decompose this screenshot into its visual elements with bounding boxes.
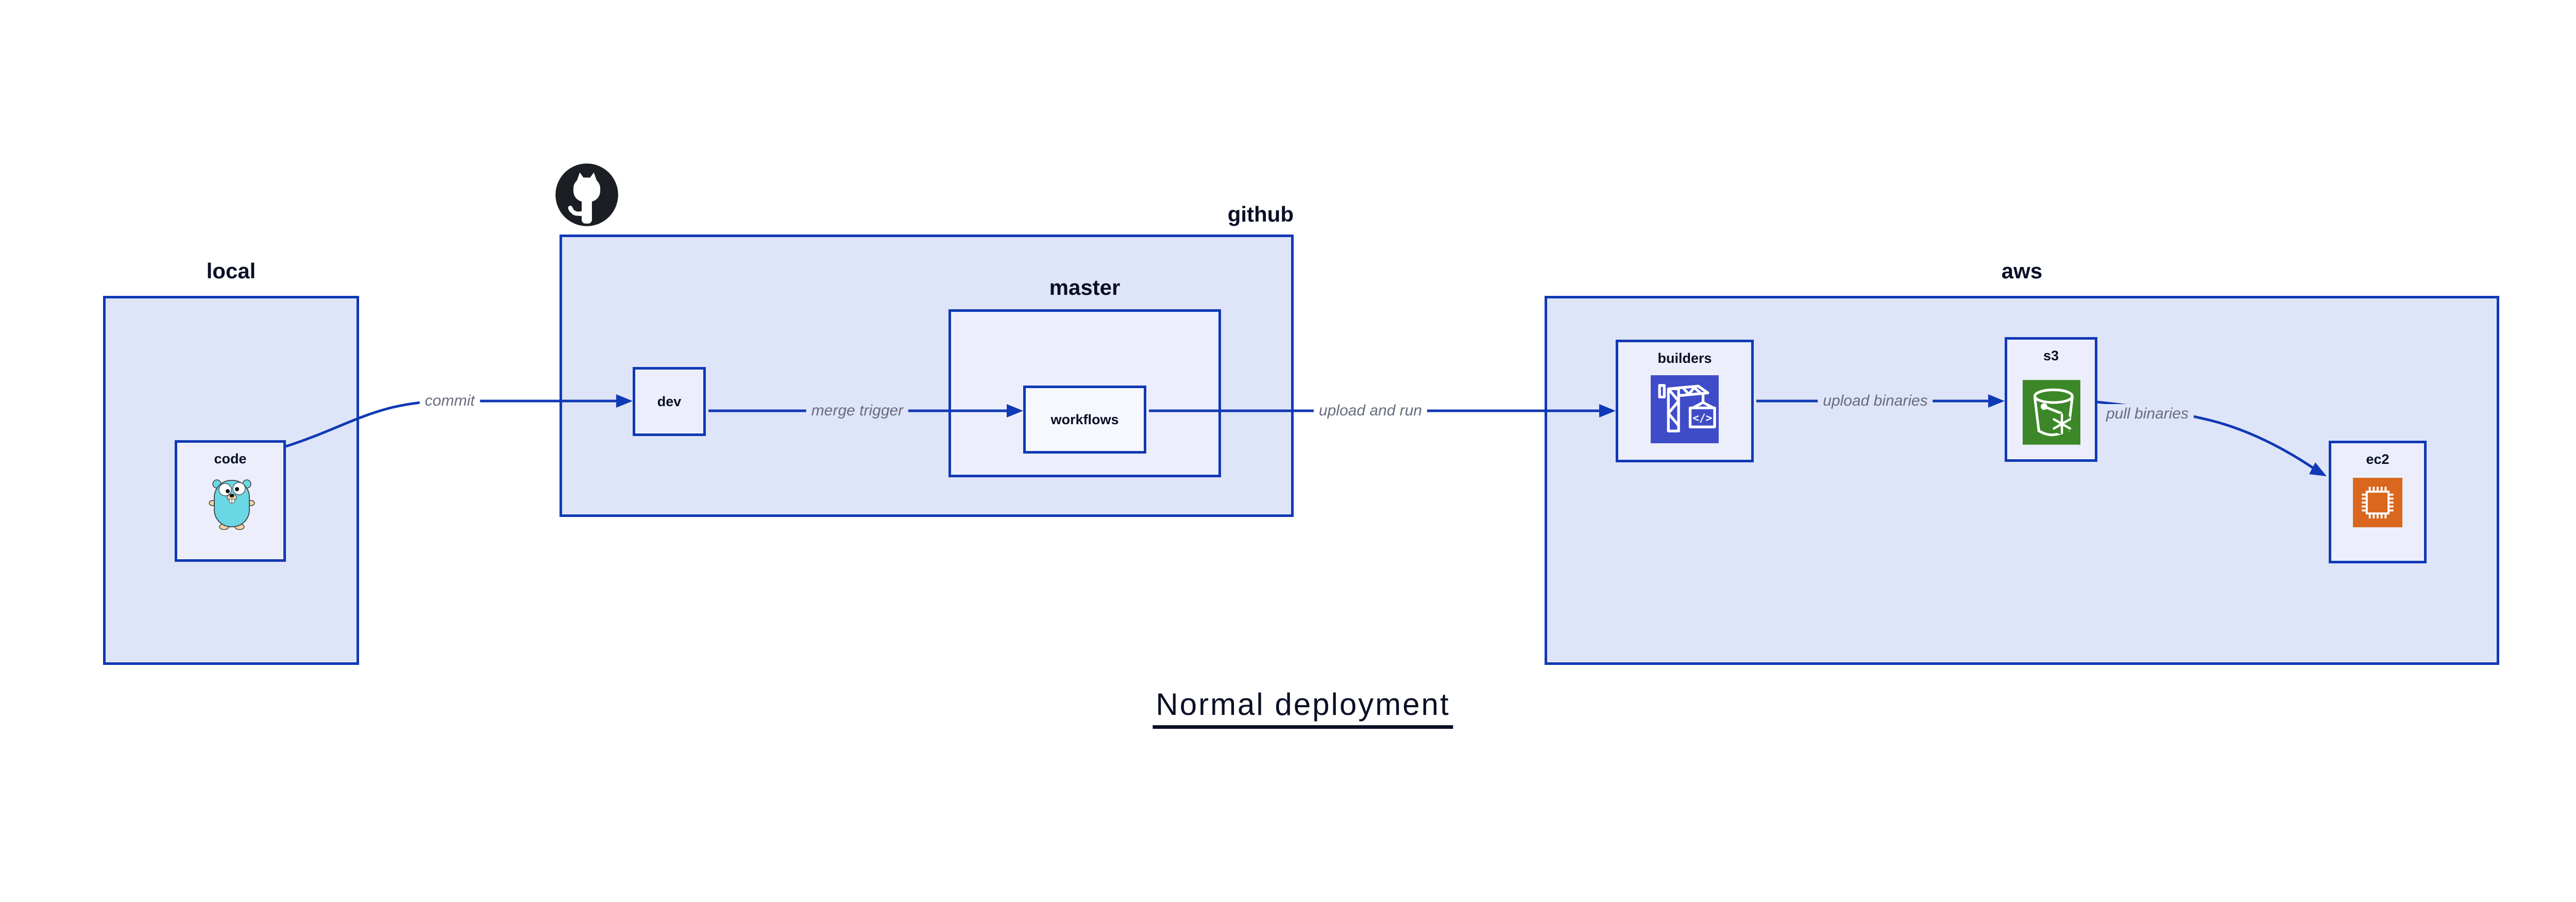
github-octocat-icon xyxy=(555,163,619,227)
aws-container-label: aws xyxy=(2001,259,2043,283)
edge-label-pull-binaries: pull binaries xyxy=(2100,404,2194,424)
builders-node-label: builders xyxy=(1657,350,1712,366)
ec2-chip-icon xyxy=(2353,478,2402,527)
edge-label-upload-and-run: upload and run xyxy=(1313,401,1428,421)
s3-bucket-snowflake-icon xyxy=(2023,380,2080,445)
edge-upload-and-run-arrowhead xyxy=(1599,404,1616,417)
local-container-label: local xyxy=(206,259,256,283)
dev-node-label: dev xyxy=(657,393,682,409)
crane-code-glyph: </> xyxy=(1692,411,1712,424)
github-container-label: github xyxy=(1227,202,1294,226)
diagram-title: Normal deployment xyxy=(1153,687,1453,729)
edge-label-merge-trigger: merge trigger xyxy=(806,401,909,421)
codebuild-crane-icon: </> xyxy=(1651,375,1719,443)
edge-pull-binaries-arrowhead xyxy=(2309,462,2327,476)
workflows-node-label: workflows xyxy=(1050,411,1119,427)
edge-commit-arrowhead xyxy=(616,394,633,408)
ec2-node-label: ec2 xyxy=(2366,452,2389,467)
edge-label-commit: commit xyxy=(419,391,480,411)
dev-node: dev xyxy=(633,367,706,436)
workflows-node: workflows xyxy=(1023,386,1146,454)
go-gopher-icon xyxy=(208,475,256,530)
code-node-label: code xyxy=(214,451,247,466)
master-container-label: master xyxy=(1049,275,1121,299)
s3-node-label: s3 xyxy=(2043,348,2059,363)
edge-label-upload-binaries: upload binaries xyxy=(1818,391,1933,411)
edge-merge-trigger-arrowhead xyxy=(1007,404,1023,417)
edge-upload-binaries-arrowhead xyxy=(1988,394,2005,408)
